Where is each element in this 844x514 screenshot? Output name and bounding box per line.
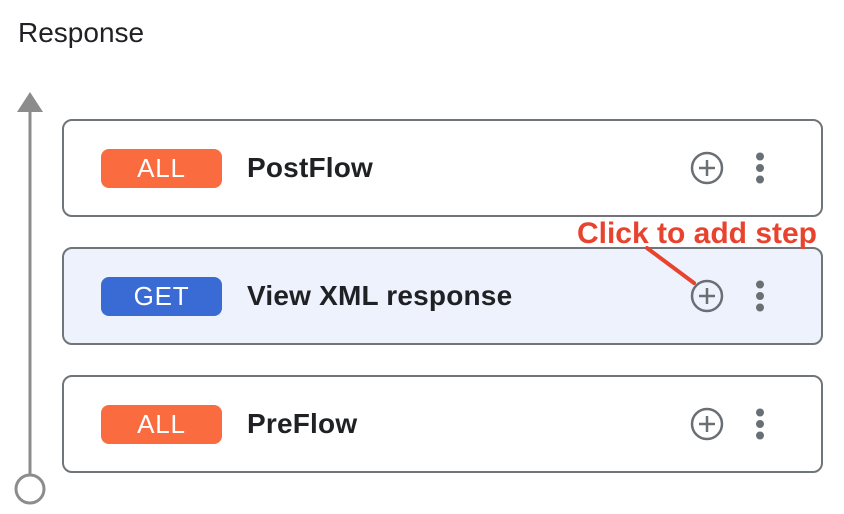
flow-card-postflow[interactable]: ALL PostFlow bbox=[62, 119, 823, 217]
kebab-menu-icon bbox=[756, 280, 764, 312]
kebab-menu-icon bbox=[756, 408, 764, 440]
method-badge: GET bbox=[101, 276, 222, 316]
flow-start-circle-icon bbox=[14, 473, 46, 505]
flow-name: View XML response bbox=[247, 280, 513, 311]
plus-circle-icon bbox=[690, 407, 724, 441]
page-title: Response bbox=[18, 17, 145, 48]
more-options-button[interactable] bbox=[755, 148, 765, 188]
card-actions bbox=[689, 276, 765, 316]
more-options-button[interactable] bbox=[755, 404, 765, 444]
flow-name: PostFlow bbox=[247, 152, 374, 183]
arrow-up-icon bbox=[17, 92, 43, 112]
add-step-button[interactable] bbox=[689, 278, 725, 314]
add-step-button[interactable] bbox=[689, 406, 725, 442]
annotation-text: Click to add step bbox=[576, 217, 817, 250]
plus-circle-icon bbox=[690, 151, 724, 185]
card-actions bbox=[689, 404, 765, 444]
more-options-button[interactable] bbox=[755, 276, 765, 316]
flow-name: PreFlow bbox=[247, 408, 358, 439]
method-badge: ALL bbox=[101, 148, 222, 188]
card-actions bbox=[689, 148, 765, 188]
kebab-menu-icon bbox=[756, 152, 764, 184]
plus-circle-icon bbox=[690, 279, 724, 313]
method-badge: ALL bbox=[101, 404, 222, 444]
flow-card-preflow[interactable]: ALL PreFlow bbox=[62, 375, 823, 473]
add-step-button[interactable] bbox=[689, 150, 725, 186]
flow-card-view-xml-response[interactable]: GET View XML response bbox=[62, 247, 823, 345]
flow-rail bbox=[14, 92, 46, 505]
